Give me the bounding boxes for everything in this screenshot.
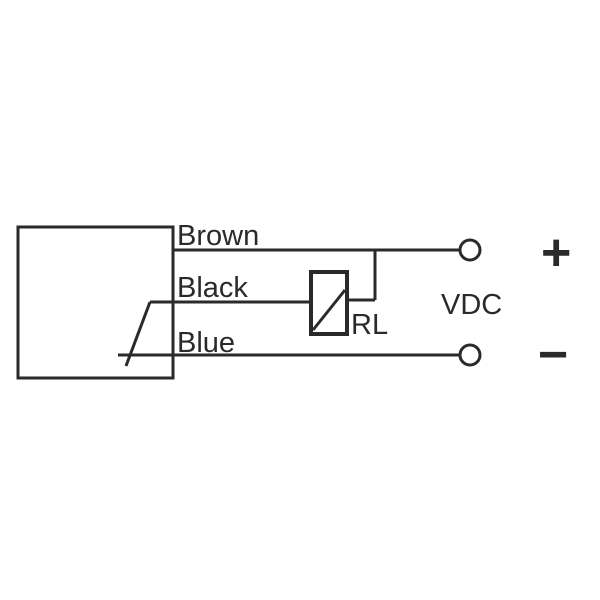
vdc-label: VDC [441, 289, 502, 321]
relay-coil [309, 270, 349, 336]
negative-symbol: − [538, 326, 568, 384]
positive-symbol: + [541, 224, 571, 282]
positive-terminal [458, 238, 482, 262]
blue-label: Blue [177, 327, 235, 359]
black-label: Black [177, 272, 248, 304]
brown-label: Brown [177, 220, 259, 252]
negative-terminal [458, 343, 482, 367]
relay-label: RL [351, 309, 388, 341]
relay-coil-diagonal [311, 289, 347, 331]
